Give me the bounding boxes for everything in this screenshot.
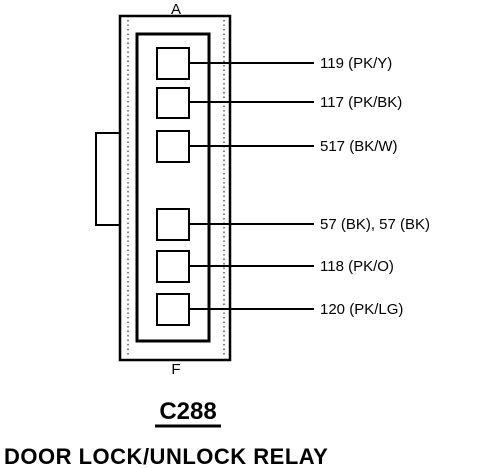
pin-2-label: 117 (PK/BK) xyxy=(320,94,402,111)
connector-end-top-label: A xyxy=(171,1,181,18)
pin-2: 117 (PK/BK) xyxy=(156,87,402,119)
pin-6: 120 (PK/LG) xyxy=(156,293,403,326)
pin-3-terminal xyxy=(156,130,190,163)
pin-4: 57 (BK), 57 (BK) xyxy=(156,208,430,241)
pin-2-terminal xyxy=(156,87,190,119)
pin-1-terminal xyxy=(156,47,190,80)
connector-latch xyxy=(95,132,121,226)
pin-6-terminal xyxy=(156,293,190,326)
pin-3-label: 517 (BK/W) xyxy=(320,138,398,155)
connector-end-bottom-label: F xyxy=(171,361,180,378)
pin-6-label: 120 (PK/LG) xyxy=(320,301,403,318)
pin-1: 119 (PK/Y) xyxy=(156,47,392,80)
pin-5-terminal xyxy=(156,250,190,283)
pin-4-label: 57 (BK), 57 (BK) xyxy=(320,216,430,233)
pin-5-label: 118 (PK/O) xyxy=(320,258,394,275)
connector-caption: DOOR LOCK/UNLOCK RELAY xyxy=(4,444,328,468)
pin-5: 118 (PK/O) xyxy=(156,250,394,283)
connector-id: C288 xyxy=(159,398,216,425)
connector-cavity-frame xyxy=(135,32,211,343)
pin-1-label: 119 (PK/Y) xyxy=(320,55,392,72)
pin-3: 517 (BK/W) xyxy=(156,130,398,163)
pin-4-terminal xyxy=(156,208,190,241)
